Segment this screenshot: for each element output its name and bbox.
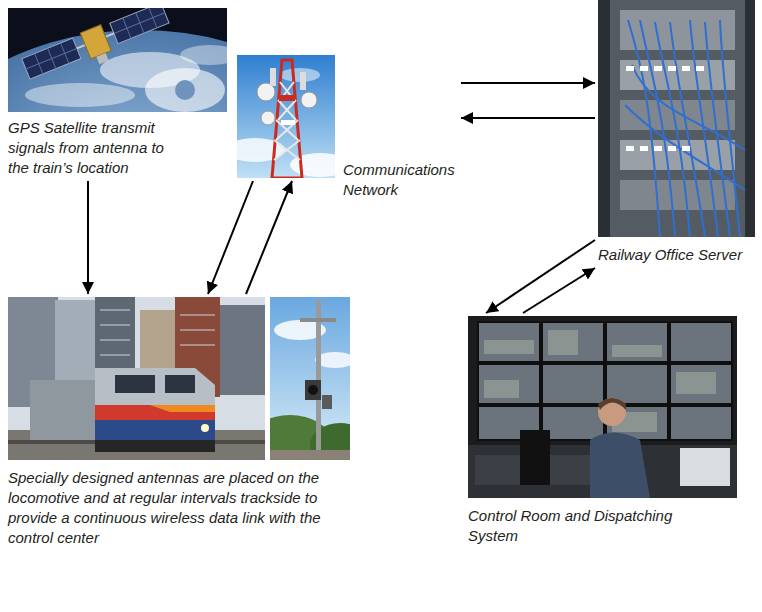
photo-caption: GPS Satellite transmit signals from ante… (8, 118, 183, 178)
photo-node: Railway Office Server (598, 0, 758, 265)
photo-frame (237, 55, 335, 178)
flow-arrow (461, 82, 595, 84)
server-photo (598, 0, 755, 237)
trackside-antenna-photo (270, 297, 350, 460)
photo-node: Control Room and Dispatching System (468, 316, 737, 546)
flow-arrow (461, 117, 595, 119)
train-photo (8, 297, 265, 460)
photo-caption: Railway Office Server (598, 245, 748, 265)
control-room-photo (468, 316, 737, 498)
flow-arrow (208, 181, 253, 294)
flow-arrow (246, 181, 292, 294)
photo-caption: Specially designed antennas are placed o… (8, 468, 353, 548)
flow-arrow (486, 240, 595, 313)
photo-node: Specially designed antennas are placed o… (8, 297, 350, 548)
photo-frame (8, 8, 227, 112)
photo-caption: Communications Network (343, 160, 458, 200)
photo-frame (468, 316, 737, 498)
photo-frame (8, 297, 350, 460)
satellite-photo (8, 8, 227, 112)
photo-frame (598, 0, 758, 237)
tower-photo (237, 55, 335, 178)
flow-arrow (87, 181, 89, 294)
photo-node: Communications Network (237, 55, 458, 178)
flow-arrow (523, 268, 595, 313)
photo-caption: Control Room and Dispatching System (468, 506, 718, 546)
photo-node: GPS Satellite transmit signals from ante… (8, 8, 227, 178)
